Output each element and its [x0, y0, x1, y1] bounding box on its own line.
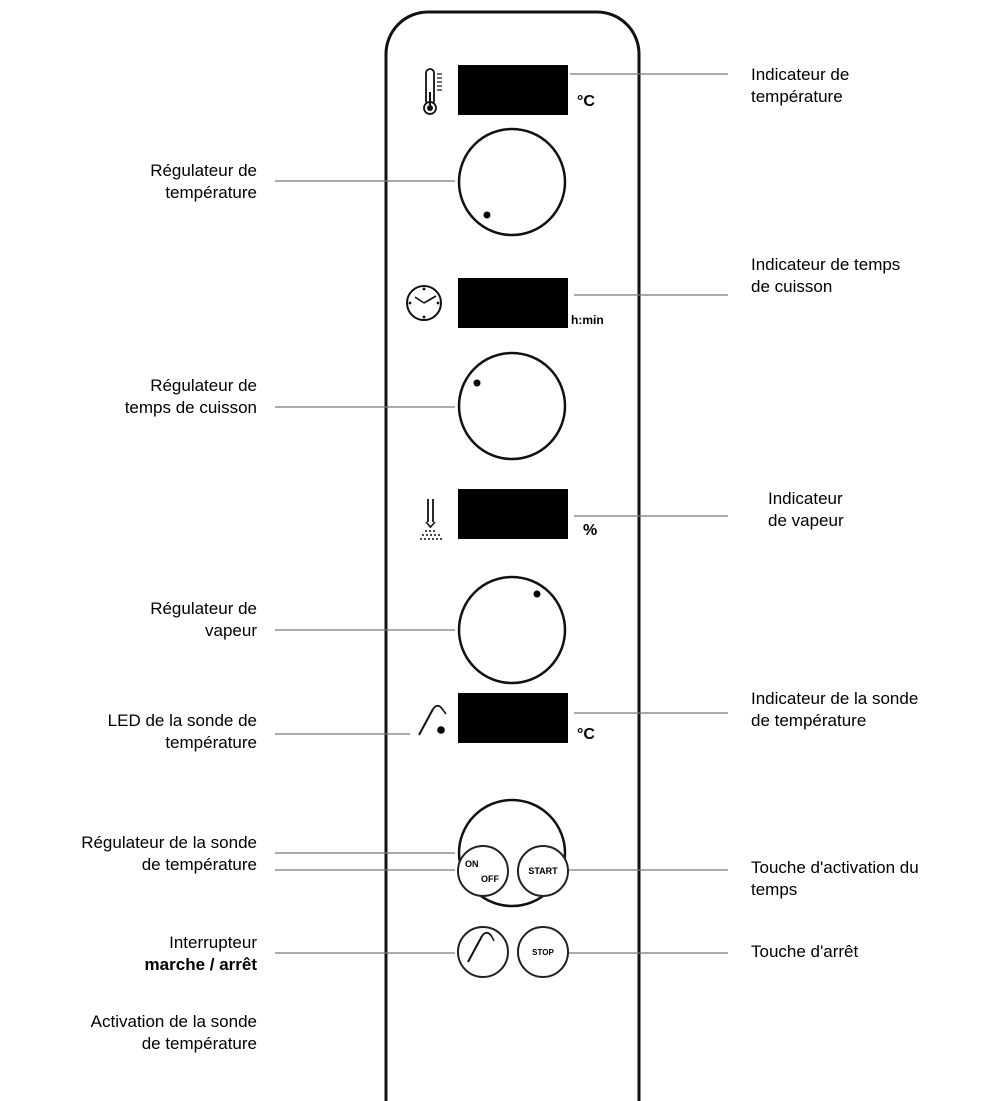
temperature-unit: °C [577, 93, 595, 110]
temperature-knob[interactable] [457, 127, 567, 237]
probe-icon [418, 704, 447, 736]
time-unit: h:min [571, 313, 604, 327]
steam-display [458, 489, 568, 539]
knob-indicator-dot [483, 211, 491, 219]
start-label: START [528, 866, 558, 876]
cooking-time-knob[interactable] [457, 351, 567, 461]
on-label: ON [465, 859, 479, 869]
stop-button[interactable]: STOP [517, 926, 569, 978]
probe-led [437, 726, 445, 734]
steam-icon [420, 499, 442, 540]
cooking-time-display [458, 278, 568, 328]
steam-knob[interactable] [457, 575, 567, 685]
steam-unit: % [583, 522, 598, 539]
panel-outline [384, 10, 641, 1101]
probe-activation-button[interactable] [457, 926, 509, 978]
stop-label: STOP [532, 947, 554, 957]
on-off-button[interactable]: ON OFF [457, 845, 509, 897]
temperature-display [458, 65, 568, 115]
clock-icon [406, 285, 442, 321]
knob-indicator-dot [533, 590, 541, 598]
probe-unit: °C [577, 726, 595, 743]
knob-indicator-dot [473, 379, 481, 387]
off-label: OFF [481, 874, 499, 884]
label-stop-key: Touche d'arrêt [751, 942, 859, 961]
probe-temperature-display [458, 693, 568, 743]
start-button[interactable]: START [517, 845, 569, 897]
thermometer-icon [423, 68, 442, 115]
